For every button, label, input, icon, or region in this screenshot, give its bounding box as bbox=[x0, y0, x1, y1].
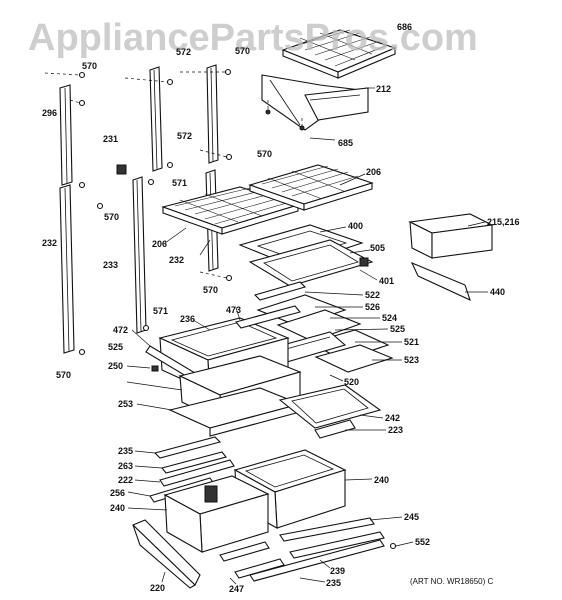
rail-235-upper bbox=[153, 436, 222, 459]
label-526: 526 bbox=[365, 302, 380, 312]
label-520: 520 bbox=[344, 377, 359, 387]
art-number: (ART NO. WR18650) C bbox=[410, 577, 494, 586]
rail-296 bbox=[59, 84, 73, 186]
rail-245 bbox=[279, 517, 375, 542]
label-250: 250 bbox=[108, 361, 123, 371]
label-572: 572 bbox=[176, 47, 191, 57]
shelf-206-left bbox=[161, 186, 300, 235]
label-572: 572 bbox=[177, 131, 192, 141]
bracket-231 bbox=[116, 164, 127, 175]
label-235: 235 bbox=[118, 446, 133, 456]
shelf-206-right bbox=[248, 164, 374, 211]
label-223: 223 bbox=[388, 425, 403, 435]
label-521: 521 bbox=[404, 337, 419, 347]
label-263: 263 bbox=[118, 461, 133, 471]
screws bbox=[44, 68, 397, 550]
rail-235-lower bbox=[249, 539, 385, 582]
label-440: 440 bbox=[490, 287, 505, 297]
label-212: 212 bbox=[376, 84, 391, 94]
label-239: 239 bbox=[330, 566, 345, 576]
clip-525 bbox=[151, 365, 159, 372]
label-240: 240 bbox=[374, 475, 389, 485]
rail-247 bbox=[219, 541, 285, 579]
label-256: 256 bbox=[110, 488, 125, 498]
label-233: 233 bbox=[103, 260, 118, 270]
leader-lines bbox=[126, 87, 488, 585]
frame-242 bbox=[278, 384, 382, 429]
label-524: 524 bbox=[382, 313, 397, 323]
label-222: 222 bbox=[118, 475, 133, 485]
label-505: 505 bbox=[370, 243, 385, 253]
label-232: 232 bbox=[169, 255, 184, 265]
label-401: 401 bbox=[379, 276, 394, 286]
label-570: 570 bbox=[257, 149, 272, 159]
watermark: AppliancePartsPros.com bbox=[28, 17, 478, 59]
label-206: 206 bbox=[152, 239, 167, 249]
label-232: 232 bbox=[42, 238, 57, 248]
rail-522 bbox=[253, 281, 307, 301]
label-685: 685 bbox=[338, 138, 353, 148]
label-523: 523 bbox=[404, 355, 419, 365]
rail-mid-top bbox=[149, 66, 163, 172]
label-240: 240 bbox=[110, 503, 125, 513]
label-570: 570 bbox=[82, 61, 97, 71]
rail-223 bbox=[314, 419, 356, 439]
cover-526 bbox=[256, 294, 347, 327]
label-472: 472 bbox=[113, 325, 128, 335]
wire-shelf-686 bbox=[281, 29, 397, 79]
label-206: 206 bbox=[366, 167, 381, 177]
label-231: 231 bbox=[103, 134, 118, 144]
callout-labels: 686 212 685 206 206 570 570 570 570 570 … bbox=[42, 22, 520, 594]
rail-right-top bbox=[206, 64, 219, 164]
panel-523 bbox=[314, 344, 394, 373]
label-570: 570 bbox=[104, 212, 119, 222]
label-220: 220 bbox=[150, 583, 165, 593]
label-253: 253 bbox=[118, 399, 133, 409]
slide-473 bbox=[235, 305, 301, 329]
label-686: 686 bbox=[397, 22, 412, 32]
label-296: 296 bbox=[42, 108, 57, 118]
label-522: 522 bbox=[365, 290, 380, 300]
label-570: 570 bbox=[56, 370, 71, 380]
rail-239 bbox=[289, 531, 385, 559]
label-552: 552 bbox=[415, 537, 430, 547]
bin-440 bbox=[410, 261, 471, 302]
shelf-support-212 bbox=[261, 74, 369, 131]
rail-263 bbox=[161, 451, 227, 474]
rail-233 bbox=[132, 176, 147, 334]
label-473: 473 bbox=[226, 305, 241, 315]
label-525: 525 bbox=[390, 324, 405, 334]
label-570: 570 bbox=[203, 285, 218, 295]
label-571: 571 bbox=[172, 178, 187, 188]
label-242: 242 bbox=[385, 413, 400, 423]
label-236: 236 bbox=[180, 314, 195, 324]
label-400: 400 bbox=[348, 221, 363, 231]
bracket-220 bbox=[132, 519, 201, 589]
label-571: 571 bbox=[153, 306, 168, 316]
drawer-240-left bbox=[163, 475, 270, 553]
bin-215-216 bbox=[408, 213, 494, 259]
frame-401 bbox=[248, 239, 374, 287]
label-247: 247 bbox=[229, 584, 244, 594]
label-235: 235 bbox=[326, 578, 341, 588]
label-570: 570 bbox=[235, 46, 250, 56]
label-525: 525 bbox=[108, 342, 123, 352]
label-245: 245 bbox=[404, 512, 419, 522]
rail-222 bbox=[159, 459, 235, 487]
rail-232-left bbox=[59, 184, 75, 354]
label-215-216: 215,216 bbox=[487, 217, 520, 227]
